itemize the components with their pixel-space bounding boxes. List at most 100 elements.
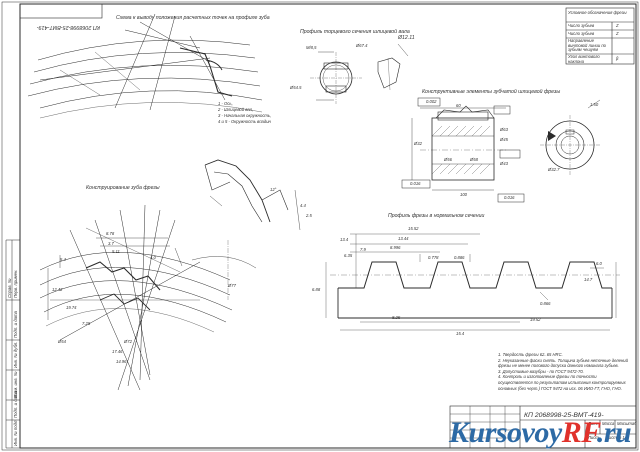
dimension-label: Ø58 [470,157,478,162]
watermark-part: .ru [596,416,632,449]
dimension-label: 17.46 [112,349,123,354]
title-block-sheet: Лист [588,435,599,440]
dimension-label: 14.7 [584,277,593,282]
splined-caption: Профиль торцевого сечения шлицевой вала [300,29,410,35]
side-stamp-label: Инв. № подл. [13,419,18,446]
dimension-label: 1:50 [590,102,599,107]
dimension-label: 7.25 [82,321,91,326]
spec-row-label: Число зубьев [568,23,595,28]
dimension-label: 6.35 [344,253,353,258]
legend: 1 - Ось, 2 - Шлицевой вал, 3 - Начальная… [218,101,271,125]
scheme-caption: Схема к выводу положения расчетных точек… [116,15,270,21]
dimension-label: Ø43 [500,161,508,166]
legend-line: 4 и 5 - Окружность впадин [218,119,271,124]
dimension-label: 19.52 [530,317,541,322]
design-elements-caption: Конструктивные элементы зубчатой шлицево… [422,89,561,95]
dimension-label: Ø67.4 [356,43,368,48]
inner-frame [19,3,637,449]
rotated-stamp-box [19,3,103,19]
dimension-label: 0.778 [428,255,439,260]
watermark-part: RF [561,416,598,449]
dimension-label: 13.44 [398,236,409,241]
dimension-label: Ø54.5 [290,85,302,90]
dimension-label: 13.4 [340,237,349,242]
spec-row-value: Z [616,23,619,28]
tooth-rake-view [191,159,301,300]
side-stamp-grid [5,239,20,449]
dimension-label: 60 [456,103,461,108]
dimension-label: Ø45 [500,137,508,142]
tooth-design-view [39,204,233,391]
dimension-label: 2.5 [306,213,312,218]
title-block-mass: Масса [602,421,615,426]
dimension-label: Ø32.7 [548,167,560,172]
end-view [540,99,601,175]
rotated-stamp-title: КП 2068998-25-ВМТ-419- [36,24,100,30]
dimension-label: 0.866 [540,301,551,306]
dimension-label: 14.96 [116,359,127,364]
watermark-part: Kursovoy [449,416,562,449]
title-block-scale: Масштаб [617,421,637,426]
dimension-label: 3.7 [108,241,114,246]
spec-row-label: Угол винтового наклона [568,54,600,64]
dimension-label: 5.11 [112,249,120,254]
spec-row-label: Условное обозначения фрезы [568,10,627,15]
dimension-label: 4.4 [300,203,306,208]
dimension-label: 100 [460,192,467,197]
dimension-label: 8.996 [390,245,401,250]
note-line: 1. Твердость фрезы 62..65 HRC. [498,352,563,357]
title-block-lit: Лит. [588,421,598,426]
dimension-label: 15.52 [408,226,419,231]
note-line: 2. Неуказанные фаски снять. Толщина зубь… [498,357,628,369]
side-stamp-label: Инв. № дубл. [13,341,18,368]
dimension-label: Ø63 [500,127,508,132]
side-stamp-label: Справ. № [7,278,12,298]
cutter-body-view [401,97,525,203]
spec-row-value: Z [616,31,619,36]
side-stamp-label: Подп. и дата [13,391,18,418]
tolerance-label: 0.002 [426,99,437,104]
tolerance-label: 0.016 [410,181,421,186]
cutter-profile-caption: Профиль фрезы в нормальном сечении [388,213,485,219]
note-line: 3. Допустимые вазубры - по ГОСТ 9472-70. [498,368,584,374]
splined-section-view [310,43,409,104]
document-code: КП 2068998-25-ВМТ-419- [524,412,604,419]
dimension-label: Ø12.11 [398,35,415,41]
title-block-grid [449,405,637,449]
dimension-label: 6.0 [596,261,602,266]
spec-row-label: Число зубьев [568,31,595,36]
tolerance-label: 0.016 [504,195,515,200]
side-stamp-label: Подп. и дата [13,311,18,338]
dimension-label: Ø56 [444,157,452,162]
dimension-label: 0.886 [454,255,465,260]
dimension-label: 12° [270,187,277,192]
legend-line: 3 - Начальная окружность, [218,113,272,118]
technical-notes: 1. Твердость фрезы 62..65 HRC. 2. Неуказ… [498,352,628,391]
scheme-view [27,13,263,119]
legend-line: 1 - Ось, [218,101,233,106]
dimension-label: М/8,5 [306,45,317,50]
dimension-label: 8.78 [106,231,115,236]
note-line: 4. Контроль и изготовление фрезы по точн… [498,374,626,391]
dimension-label: 4.0 [150,255,156,260]
side-stamp-label: Перв. примен. [13,269,18,298]
title-block-sheets: Листов 1 [606,435,625,440]
cutter-profile-view [325,233,620,331]
spec-row-value: β [616,56,619,61]
legend-line: 2 - Шлицевой вал, [218,107,254,112]
dimension-label: 6.88 [312,287,321,292]
dimension-label: 7.9 [360,247,366,252]
dimension-label: Ø77 [228,283,236,288]
dimension-label: Ø54 [58,339,66,344]
spec-row-label: Направление винтовой линии по зубьям чеш… [568,38,606,53]
dimension-label: Ø32 [414,141,422,146]
dimension-label: 8.25 [392,315,401,320]
dimension-label: Ø72 [124,339,132,344]
spec-table-grid [565,7,635,65]
site-watermark: KursovoyRF.ru [449,416,632,450]
dimension-label: 15.4 [456,331,465,336]
tooth-design-caption: Конструирование зуба фрезы [86,185,160,191]
dimension-label: 19.74 [66,305,77,310]
